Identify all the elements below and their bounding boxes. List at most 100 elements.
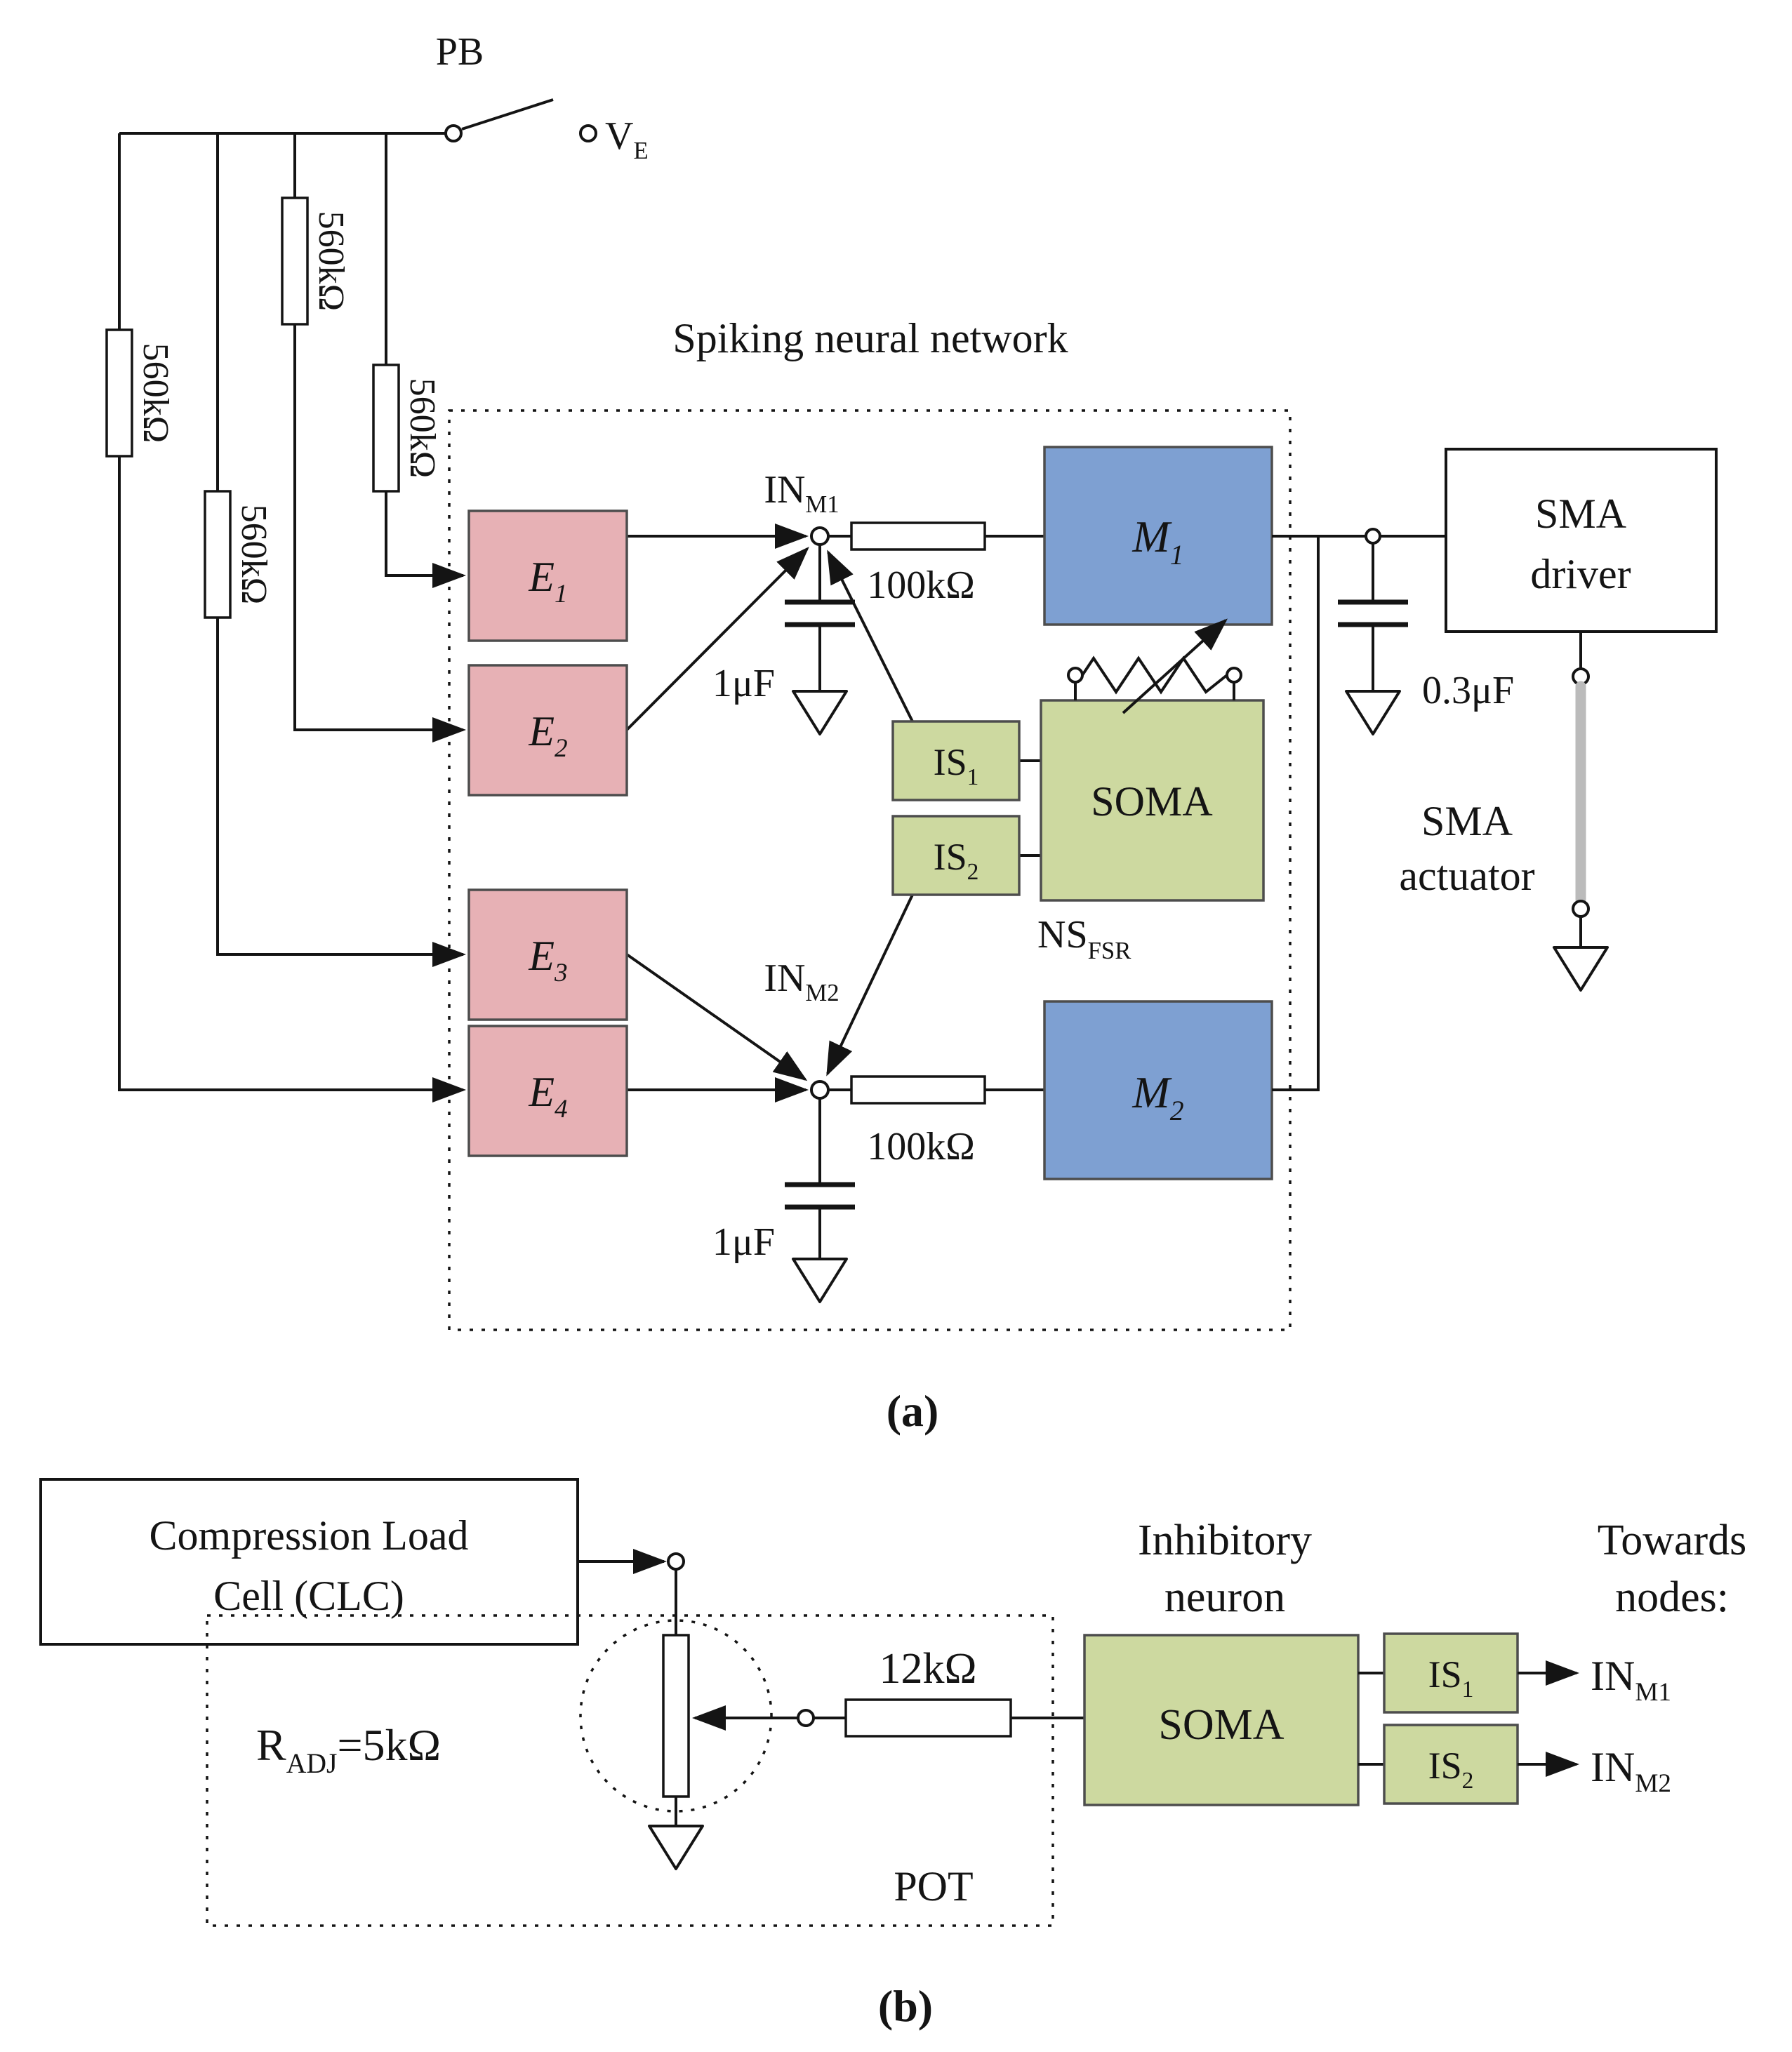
capacitor-1uf-top-label: 1μF [712, 662, 775, 705]
wire-arrow-to-e4 [118, 456, 466, 1102]
ve-label: VE [605, 114, 649, 164]
wire-is1-to-inm1 [827, 549, 914, 722]
resistor-560k-label-4: 560kΩ [135, 343, 175, 444]
soma-b-box [1083, 1634, 1360, 1806]
capacitor-1uf-bottom-label: 1μF [712, 1220, 775, 1264]
switch-terminal-left [444, 124, 463, 142]
pot-label: POT [894, 1863, 973, 1910]
resistor-560k-label-2: 560kΩ [311, 211, 351, 312]
resistor-100k-top [850, 521, 986, 551]
pot-wiper-terminal [797, 1709, 815, 1727]
resistor-560k-3 [204, 490, 232, 619]
caption-b: (b) [878, 1981, 933, 2031]
radj-label: RADJ=5kΩ [256, 1720, 441, 1779]
inm2-node [810, 1080, 830, 1100]
resistor-12k [844, 1698, 1012, 1738]
m1-label: M1 [1131, 512, 1183, 571]
e4-label: E4 [528, 1069, 567, 1124]
ground-symbol [1345, 690, 1401, 735]
soma-box [1040, 699, 1265, 902]
actuator-terminal-bottom [1572, 900, 1590, 918]
driver-input-node [1365, 528, 1381, 545]
e2-box [467, 664, 628, 797]
wire-arrow-to-e2 [293, 324, 466, 742]
capacitor-1uf-bottom: 1μF [712, 1098, 855, 1303]
snn-title: Spiking neural network [672, 315, 1068, 361]
snn-boundary [448, 409, 1292, 1331]
switch-lever [461, 98, 554, 131]
sma-driver-label-line1: SMA [1535, 491, 1626, 537]
ns-fsr-label: NSFSR [1037, 913, 1131, 964]
branch-e1: 560kΩ [372, 133, 466, 588]
wire-is2-to-inm2 [826, 894, 914, 1077]
clc-label-line2: Cell (CLC) [213, 1573, 404, 1619]
is1-label: IS1 [934, 741, 979, 790]
fsr-potentiometer [1067, 618, 1242, 714]
fsr-terminal-left [1067, 667, 1084, 684]
panel-a: PB VE 560kΩ 560kΩ 560kΩ [105, 30, 1718, 1436]
ground-symbol [648, 1825, 704, 1870]
branch-e2: 560kΩ [281, 133, 466, 742]
is2-b-label: IS2 [1428, 1745, 1474, 1794]
pushbutton-label: PB [436, 30, 484, 74]
inm1-label: INM1 [764, 468, 839, 518]
inm2-label: INM2 [764, 957, 839, 1006]
branch-e3: 560kΩ [204, 133, 466, 967]
towards-label-line2: nodes: [1615, 1573, 1729, 1621]
sma-driver-box [1445, 448, 1718, 633]
wire-m2-to-driver [1272, 538, 1320, 1091]
resistor-560k-label-1: 560kΩ [402, 378, 442, 479]
switch-terminal-right [579, 124, 597, 142]
pot-dotted-circle [579, 1619, 773, 1813]
resistor-12k-label: 12kΩ [879, 1645, 976, 1693]
is2-label: IS2 [934, 836, 979, 885]
resistor-560k-label-3: 560kΩ [234, 505, 274, 605]
inm1-b-label: INM1 [1591, 1653, 1671, 1707]
e3-box [467, 888, 628, 1021]
wire-e3-to-inm2 [625, 953, 808, 1081]
is1-b-label: IS1 [1428, 1653, 1474, 1703]
resistor-100k-bottom [850, 1075, 986, 1105]
sma-actuator: SMA actuator [1399, 632, 1609, 992]
resistor-100k-bottom-label: 100kΩ [867, 1125, 975, 1168]
pot-resistor [662, 1634, 690, 1798]
clc-box [39, 1478, 579, 1646]
e1-label: E1 [528, 554, 567, 608]
inhibitory-label-line1: Inhibitory [1138, 1517, 1312, 1564]
wire-e2-to-inm1 [625, 547, 809, 731]
resistor-560k-2 [281, 196, 309, 326]
inhibitory-label-line2: neuron [1164, 1573, 1285, 1621]
inm1-node [810, 526, 830, 546]
m2-box [1043, 1000, 1273, 1180]
is2-box [891, 815, 1021, 896]
m1-box [1043, 446, 1273, 626]
wire-arrow-to-e1 [385, 491, 466, 588]
e3-label: E3 [528, 933, 567, 987]
potentiometer [579, 1619, 815, 1870]
resistor-100k-top-label: 100kΩ [867, 564, 975, 607]
e1-box [467, 509, 628, 642]
fsr-adjust-arrow [1122, 618, 1228, 714]
fsr-zigzag-resistor [1081, 655, 1228, 695]
towards-label-line1: Towards [1598, 1517, 1747, 1564]
resistor-560k-4 [105, 328, 133, 458]
pot-top-terminal [667, 1552, 685, 1571]
panel-b: Compression Load Cell (CLC) POT RADJ=5kΩ… [39, 1478, 1747, 2031]
e4-box [467, 1025, 628, 1157]
capacitor-1uf-top: 1μF [712, 545, 855, 735]
caption-a: (a) [887, 1386, 939, 1436]
ground-symbol [1553, 946, 1609, 992]
resistor-560k-1 [372, 364, 400, 493]
is1-box [891, 720, 1021, 801]
e2-label: E2 [528, 708, 567, 763]
fsr-terminal-right [1226, 667, 1242, 684]
m2-label: M2 [1131, 1067, 1183, 1126]
sma-driver-label-line2: driver [1530, 551, 1631, 597]
sma-actuator-label-line2: actuator [1399, 853, 1534, 899]
wire-arrow-to-e3 [216, 618, 466, 967]
branch-e4: 560kΩ [105, 133, 466, 1102]
sma-actuator-label-line1: SMA [1421, 798, 1513, 844]
capacitor-03uf-label: 0.3μF [1422, 669, 1514, 712]
inm2-b-label: INM2 [1591, 1744, 1671, 1798]
